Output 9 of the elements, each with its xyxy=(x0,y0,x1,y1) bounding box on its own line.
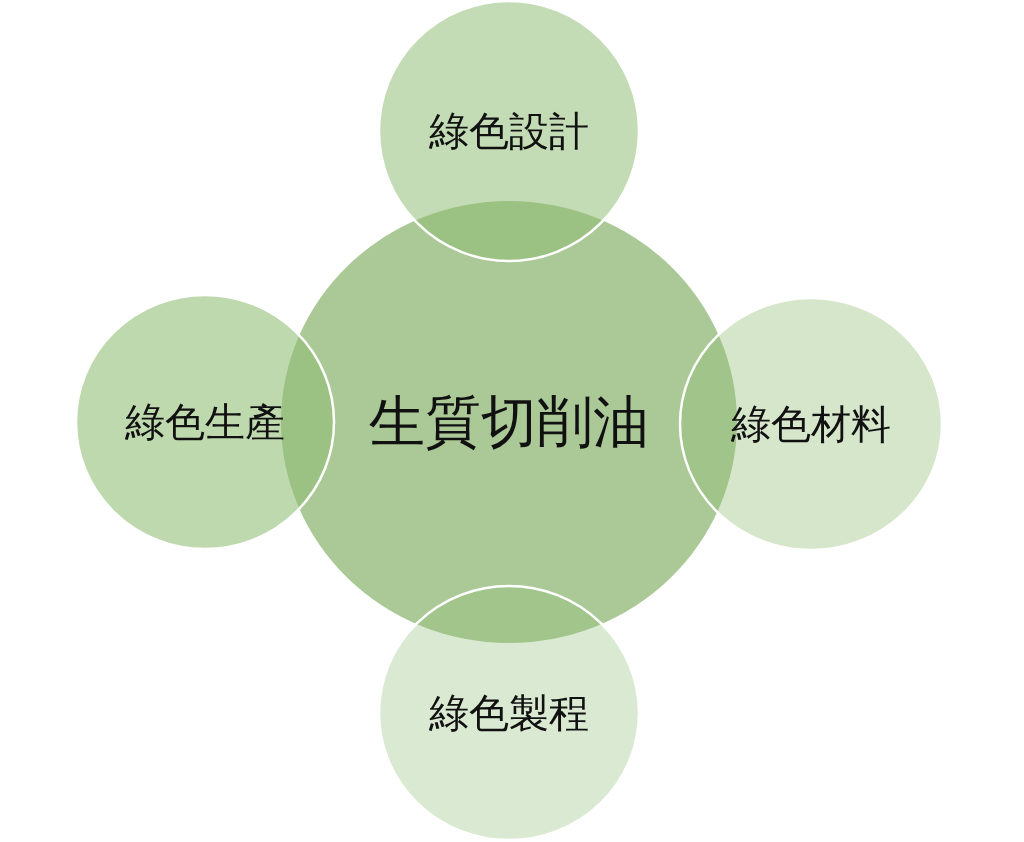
circle xyxy=(378,585,640,841)
circle-label: 綠色材料 xyxy=(731,401,891,447)
center-label: 生質切削油 xyxy=(369,389,649,455)
circle xyxy=(75,294,335,550)
circle xyxy=(679,297,943,551)
circle-label: 綠色生產 xyxy=(125,399,285,445)
circle-label: 綠色製程 xyxy=(429,690,589,736)
circle-label: 綠色設計 xyxy=(429,108,589,154)
circle xyxy=(378,0,640,262)
